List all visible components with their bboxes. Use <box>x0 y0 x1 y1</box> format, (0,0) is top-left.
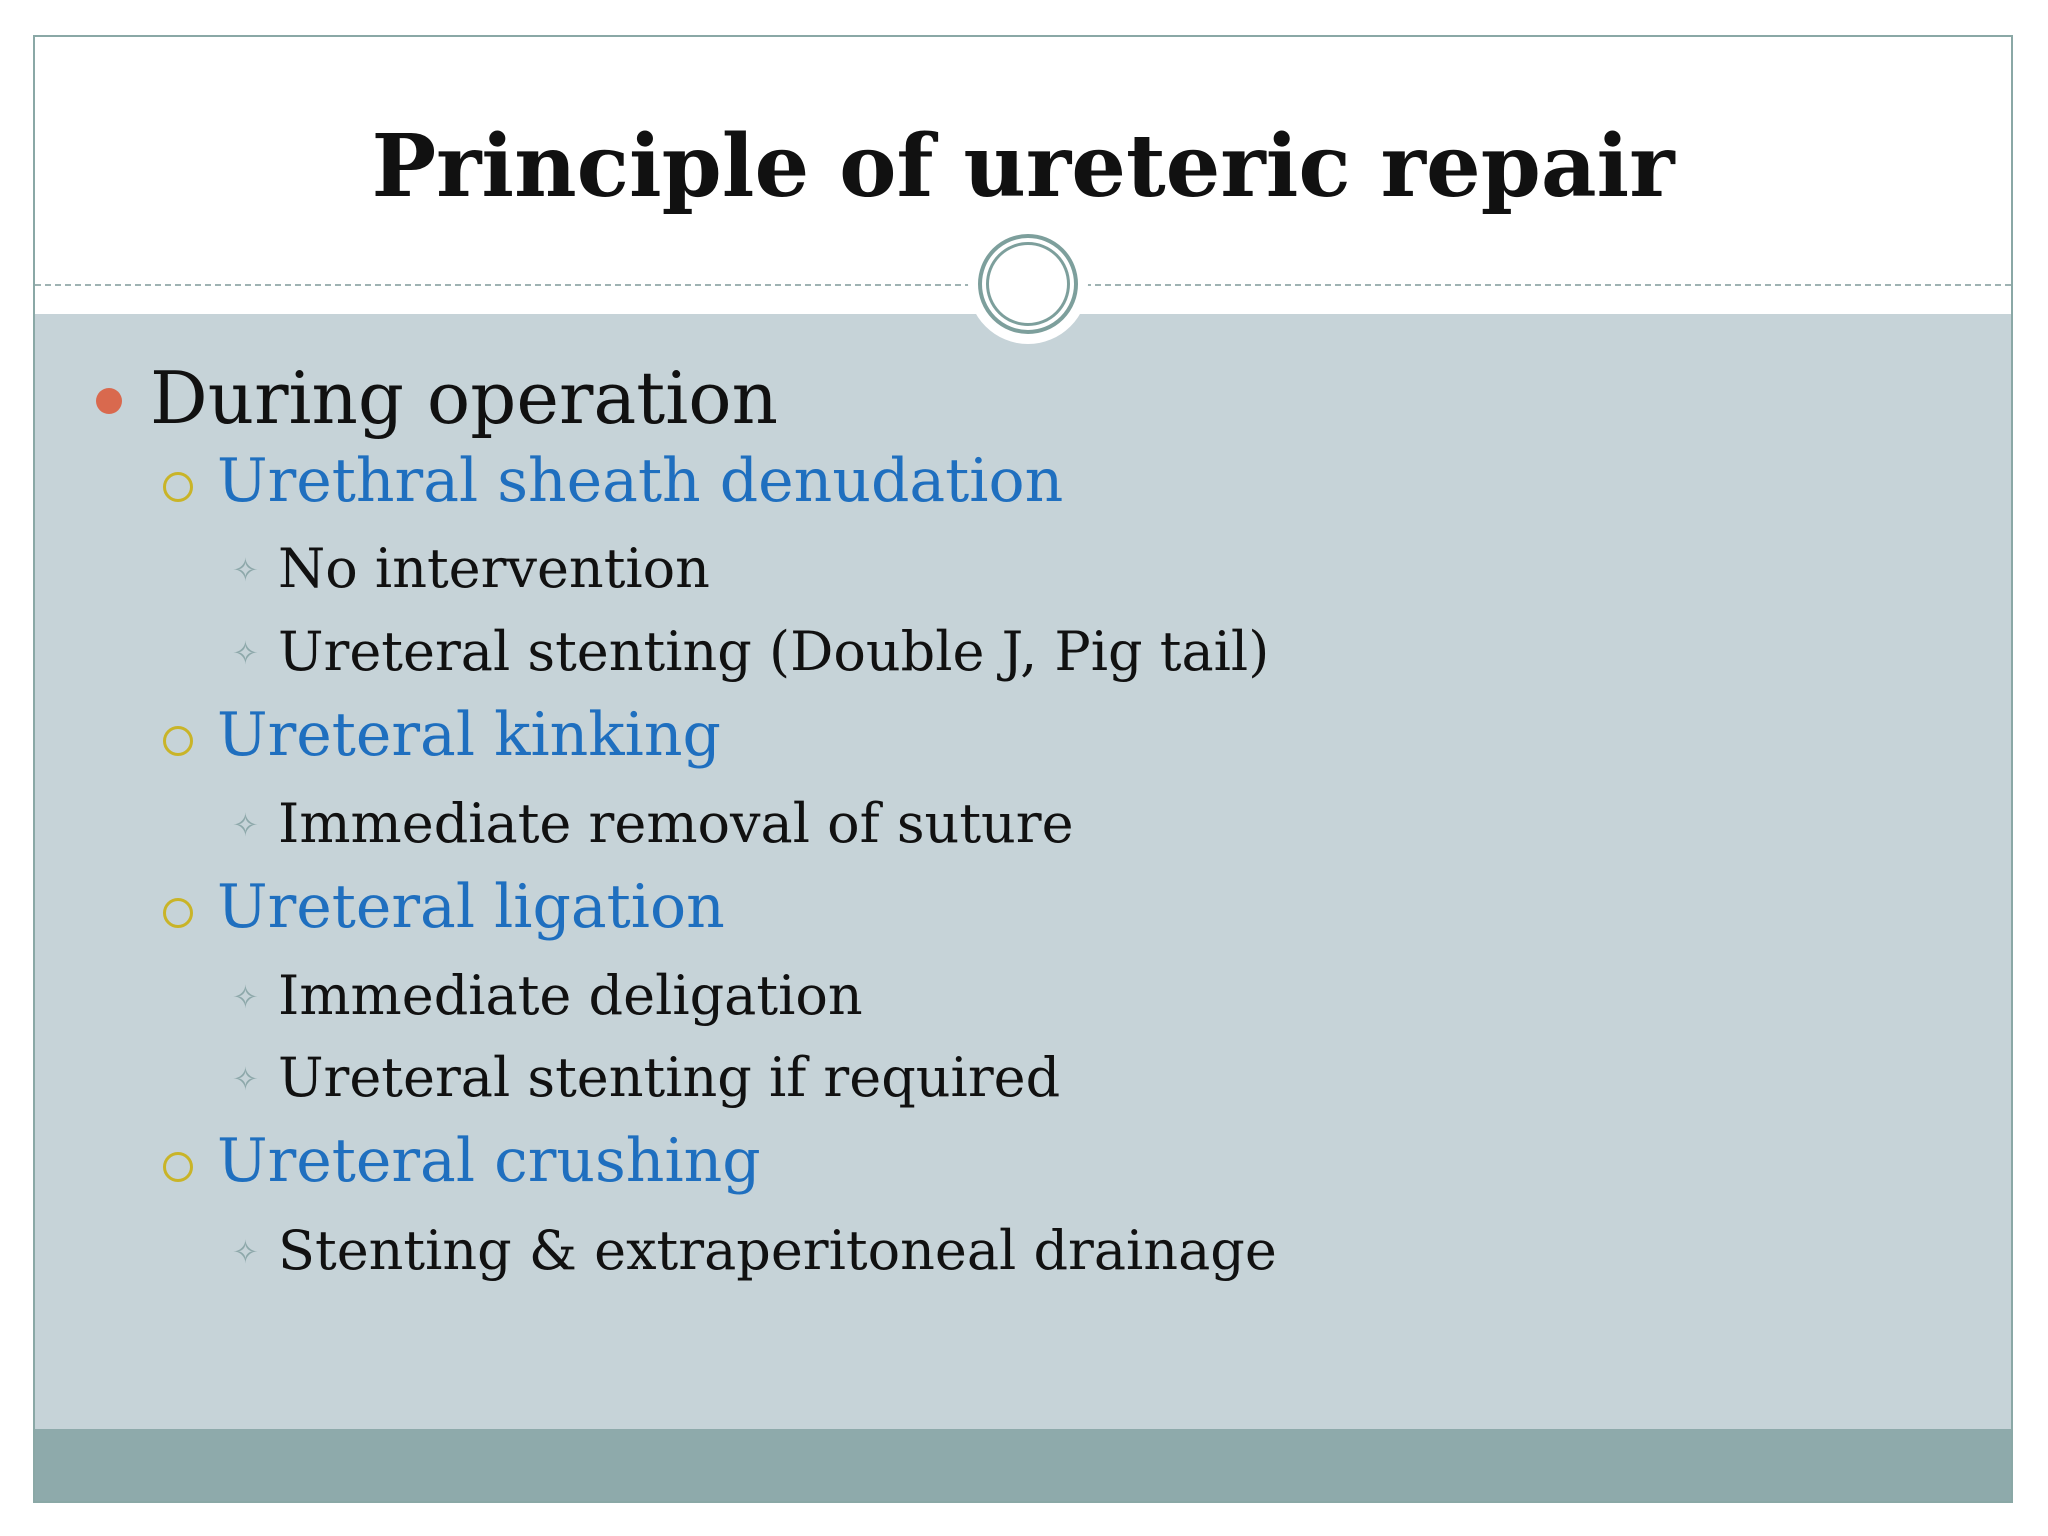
hollow-circle-bullet-icon <box>163 898 193 928</box>
bullet-level3: ✧ No intervention <box>232 537 710 600</box>
footer-band <box>35 1429 2011 1501</box>
slide-title: Principle of ureteric repair <box>371 116 1675 217</box>
bullet-text: Immediate removal of suture <box>278 792 1074 855</box>
bullet-level1: During operation <box>96 356 778 440</box>
bullet-text: Ureteral crushing <box>217 1126 761 1196</box>
double-ring-ornament-icon <box>968 224 1088 344</box>
hollow-circle-bullet-icon <box>163 726 193 756</box>
four-point-star-bullet-icon: ✧ <box>232 978 259 1016</box>
hollow-circle-bullet-icon <box>163 1152 193 1182</box>
four-point-star-bullet-icon: ✧ <box>232 806 259 844</box>
bullet-level3: ✧ Ureteral stenting (Double J, Pig tail) <box>232 620 1270 683</box>
bullet-text: During operation <box>150 356 778 440</box>
content-area: During operation Urethral sheath denudat… <box>35 314 2011 1431</box>
bullet-level2: Ureteral kinking <box>163 700 721 770</box>
bullet-level3: ✧ Immediate deligation <box>232 964 863 1027</box>
inner-ring <box>986 242 1070 326</box>
four-point-star-bullet-icon: ✧ <box>232 1060 259 1098</box>
bullet-level3: ✧ Immediate removal of suture <box>232 792 1074 855</box>
bullet-text: Urethral sheath denudation <box>217 446 1064 516</box>
four-point-star-bullet-icon: ✧ <box>232 551 259 589</box>
bullet-level2: Ureteral ligation <box>163 872 725 942</box>
filled-circle-bullet-icon <box>96 388 122 414</box>
slide: Principle of ureteric repair During oper… <box>33 35 2013 1503</box>
four-point-star-bullet-icon: ✧ <box>232 634 259 672</box>
bullet-level3: ✧ Stenting & extraperitoneal drainage <box>232 1219 1277 1282</box>
bullet-text: Ureteral ligation <box>217 872 725 942</box>
bullet-level3: ✧ Ureteral stenting if required <box>232 1046 1061 1109</box>
four-point-star-bullet-icon: ✧ <box>232 1233 259 1271</box>
bullet-text: Ureteral stenting (Double J, Pig tail) <box>278 620 1270 683</box>
bullet-text: Stenting & extraperitoneal drainage <box>278 1219 1277 1282</box>
bullet-level2: Urethral sheath denudation <box>163 446 1064 516</box>
bullet-text: Ureteral stenting if required <box>278 1046 1061 1109</box>
hollow-circle-bullet-icon <box>163 472 193 502</box>
bullet-level2: Ureteral crushing <box>163 1126 761 1196</box>
bullet-text: Ureteral kinking <box>217 700 721 770</box>
bullet-text: Immediate deligation <box>278 964 863 1027</box>
outer-ring <box>978 234 1078 334</box>
bullet-text: No intervention <box>278 537 710 600</box>
